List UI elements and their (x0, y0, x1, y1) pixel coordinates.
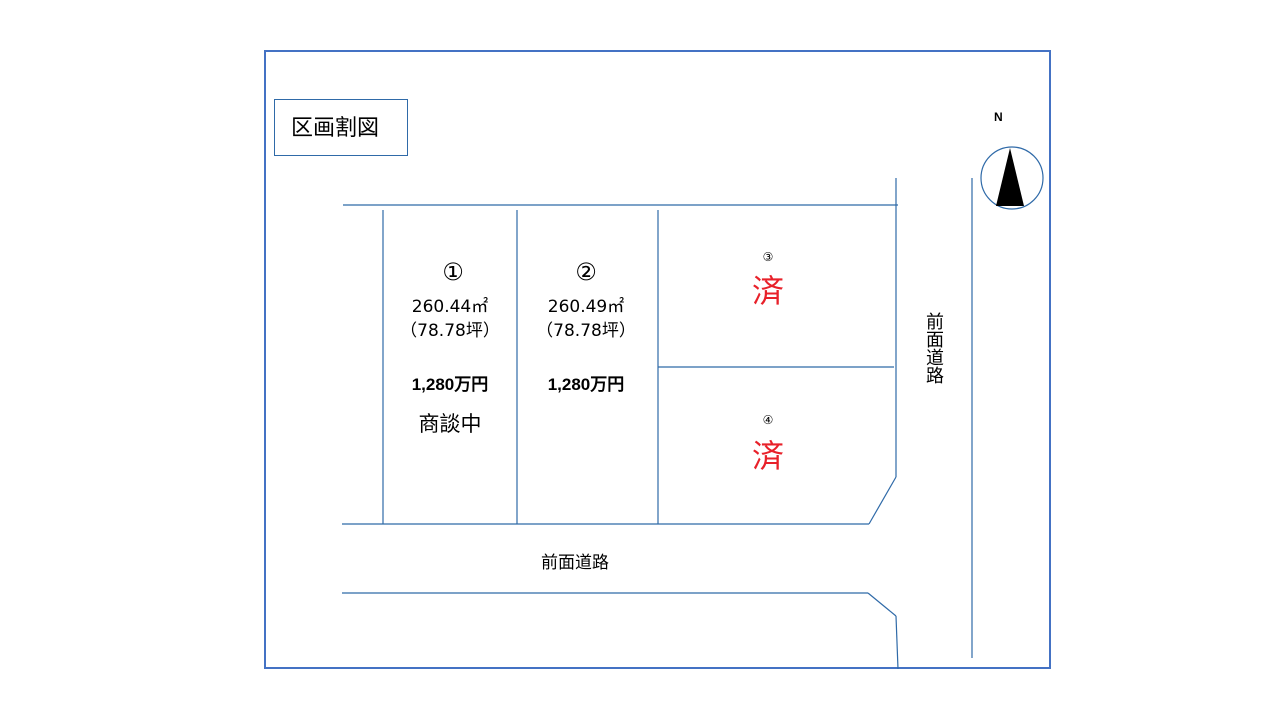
lot4-number: ④ (762, 413, 774, 427)
north-compass (980, 146, 1044, 210)
lot4-sold-mark: 済 (751, 437, 784, 475)
compass-arrow-icon (996, 148, 1024, 206)
lot1-number: ① (442, 258, 464, 286)
lot2-number: ② (575, 258, 597, 286)
lot2-tsubo: （78.78坪） (536, 321, 636, 341)
east-road-label: 前面道路 (923, 312, 944, 384)
outer-frame (264, 50, 1051, 669)
lot1-area: 260.44㎡ (411, 297, 489, 317)
lot1-price: 1,280万円 (411, 375, 489, 394)
south-road-label: 前面道路 (541, 553, 609, 573)
lot3-number: ③ (762, 250, 774, 264)
lot1-tsubo: （78.78坪） (400, 321, 500, 341)
south-road-corner (867, 592, 897, 617)
south-road-corner-down (895, 615, 899, 670)
plan-title: 区画割図 (274, 99, 408, 156)
lot3-sold-mark: 済 (751, 272, 784, 310)
lot2-area: 260.49㎡ (547, 297, 625, 317)
compass-circle-icon (980, 146, 1044, 210)
lot1-status: 商談中 (418, 412, 482, 436)
compass-north-label: N (994, 110, 1003, 124)
lot-corner-chamfer (868, 476, 897, 525)
lot2-price: 1,280万円 (547, 375, 625, 394)
